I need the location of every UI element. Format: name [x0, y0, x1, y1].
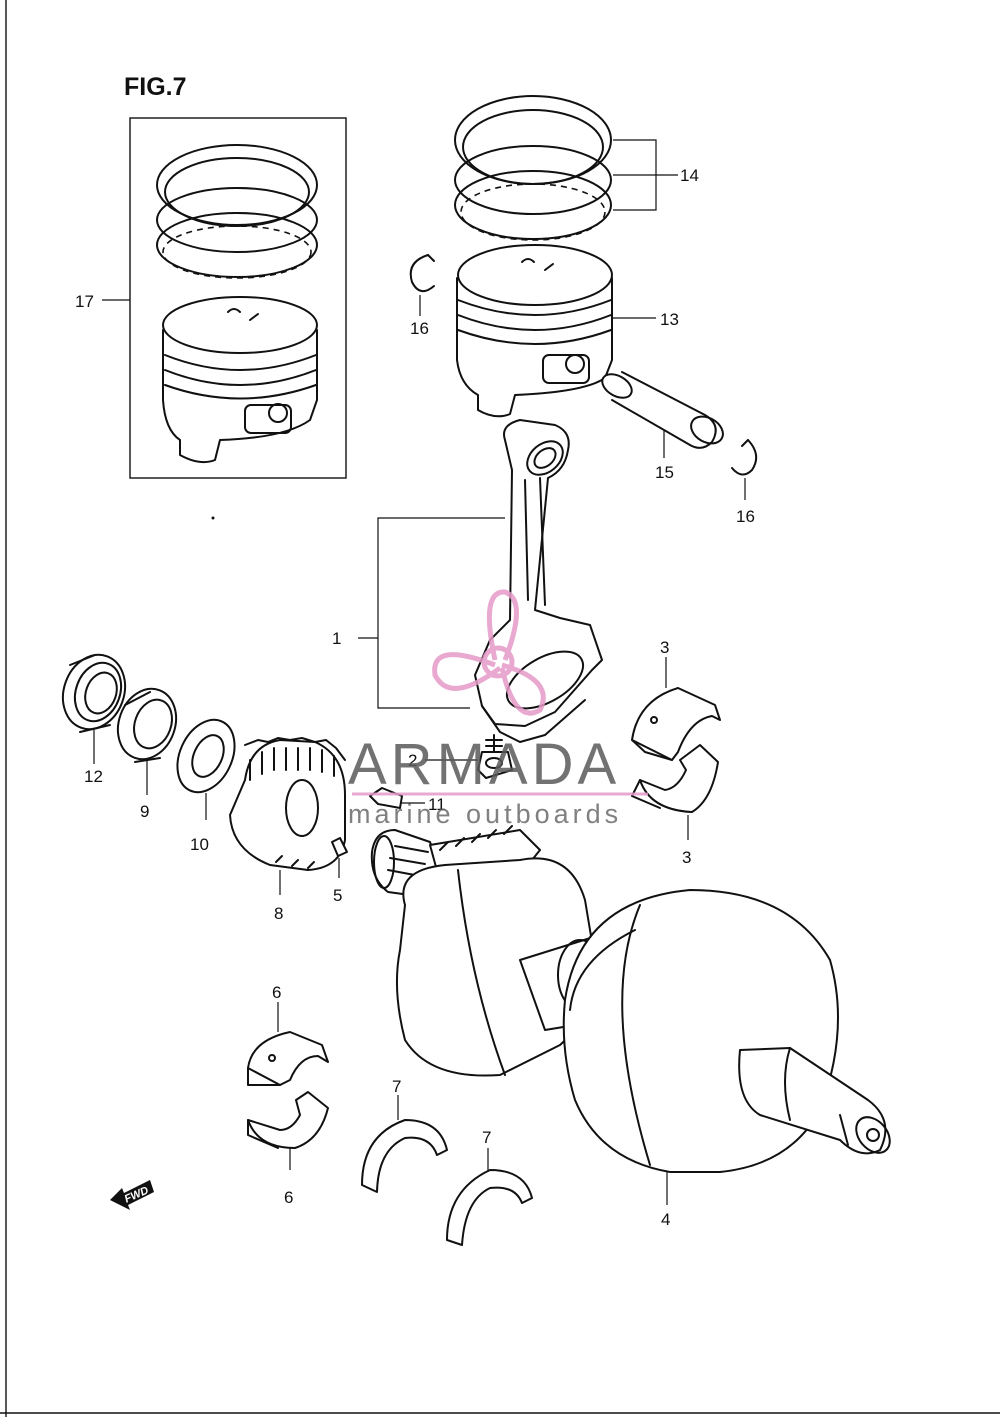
watermark-tagline: marine outboards	[348, 799, 622, 829]
callout-4: 4	[661, 1210, 670, 1229]
part-6-main-bearing-upper	[247, 1031, 329, 1086]
callout-9: 9	[140, 802, 149, 821]
callout-10: 10	[190, 835, 209, 854]
callout-3-top: 3	[660, 638, 669, 657]
callout-5: 5	[333, 886, 342, 905]
callout-8: 8	[274, 904, 283, 923]
callout-16-bottom: 16	[736, 507, 755, 526]
part-12-oil-seal	[61, 653, 127, 733]
callout-11: 11	[428, 795, 446, 814]
callout-3-bottom: 3	[682, 848, 691, 867]
callout-16-top: 16	[410, 319, 429, 338]
callout-13: 13	[660, 310, 679, 329]
callout-17: 17	[75, 292, 94, 311]
callout-6-top: 6	[272, 983, 281, 1002]
callout-2: 2	[408, 751, 417, 770]
part-8-drive-gear	[229, 737, 346, 871]
part-17-piston-kit	[129, 117, 347, 479]
armada-watermark: ARMADA marine outboards	[348, 589, 648, 829]
part-14-piston-rings	[454, 95, 612, 241]
kit-box	[129, 117, 347, 479]
forward-direction-arrow: FWD	[110, 1180, 154, 1210]
callout-1: 1	[332, 629, 341, 648]
part-3-big-end-bearing-lower	[631, 744, 719, 813]
callout-7-top: 7	[392, 1077, 401, 1096]
part-5-dowel-pin	[331, 837, 348, 857]
part-15-piston-pin	[601, 371, 724, 449]
callout-6-bottom: 6	[284, 1188, 293, 1207]
propeller-logo-icon	[432, 589, 546, 716]
callout-7-bottom: 7	[482, 1128, 491, 1147]
callout-12: 12	[84, 767, 103, 786]
part-7-thrust-washer-upper	[361, 1119, 448, 1193]
fwd-label: FWD	[123, 1184, 151, 1205]
figure-title: FIG.7	[124, 73, 187, 101]
part-16-circlip-right	[731, 439, 758, 476]
part-6-main-bearing-lower	[247, 1091, 329, 1149]
callout-14: 14	[680, 166, 699, 185]
callout-15: 15	[655, 463, 674, 482]
part-10-thrust-washer	[176, 718, 236, 794]
part-4-crankshaft	[370, 825, 891, 1173]
part-16-circlip-left	[409, 254, 435, 293]
part-1-connecting-rod	[474, 419, 603, 743]
part-2-rod-nut	[477, 734, 513, 779]
watermark-brand: ARMADA	[348, 732, 620, 797]
part-3-big-end-bearing-upper	[631, 687, 721, 761]
part-7-thrust-washer-lower	[446, 1169, 533, 1246]
part-13-piston	[456, 244, 613, 418]
